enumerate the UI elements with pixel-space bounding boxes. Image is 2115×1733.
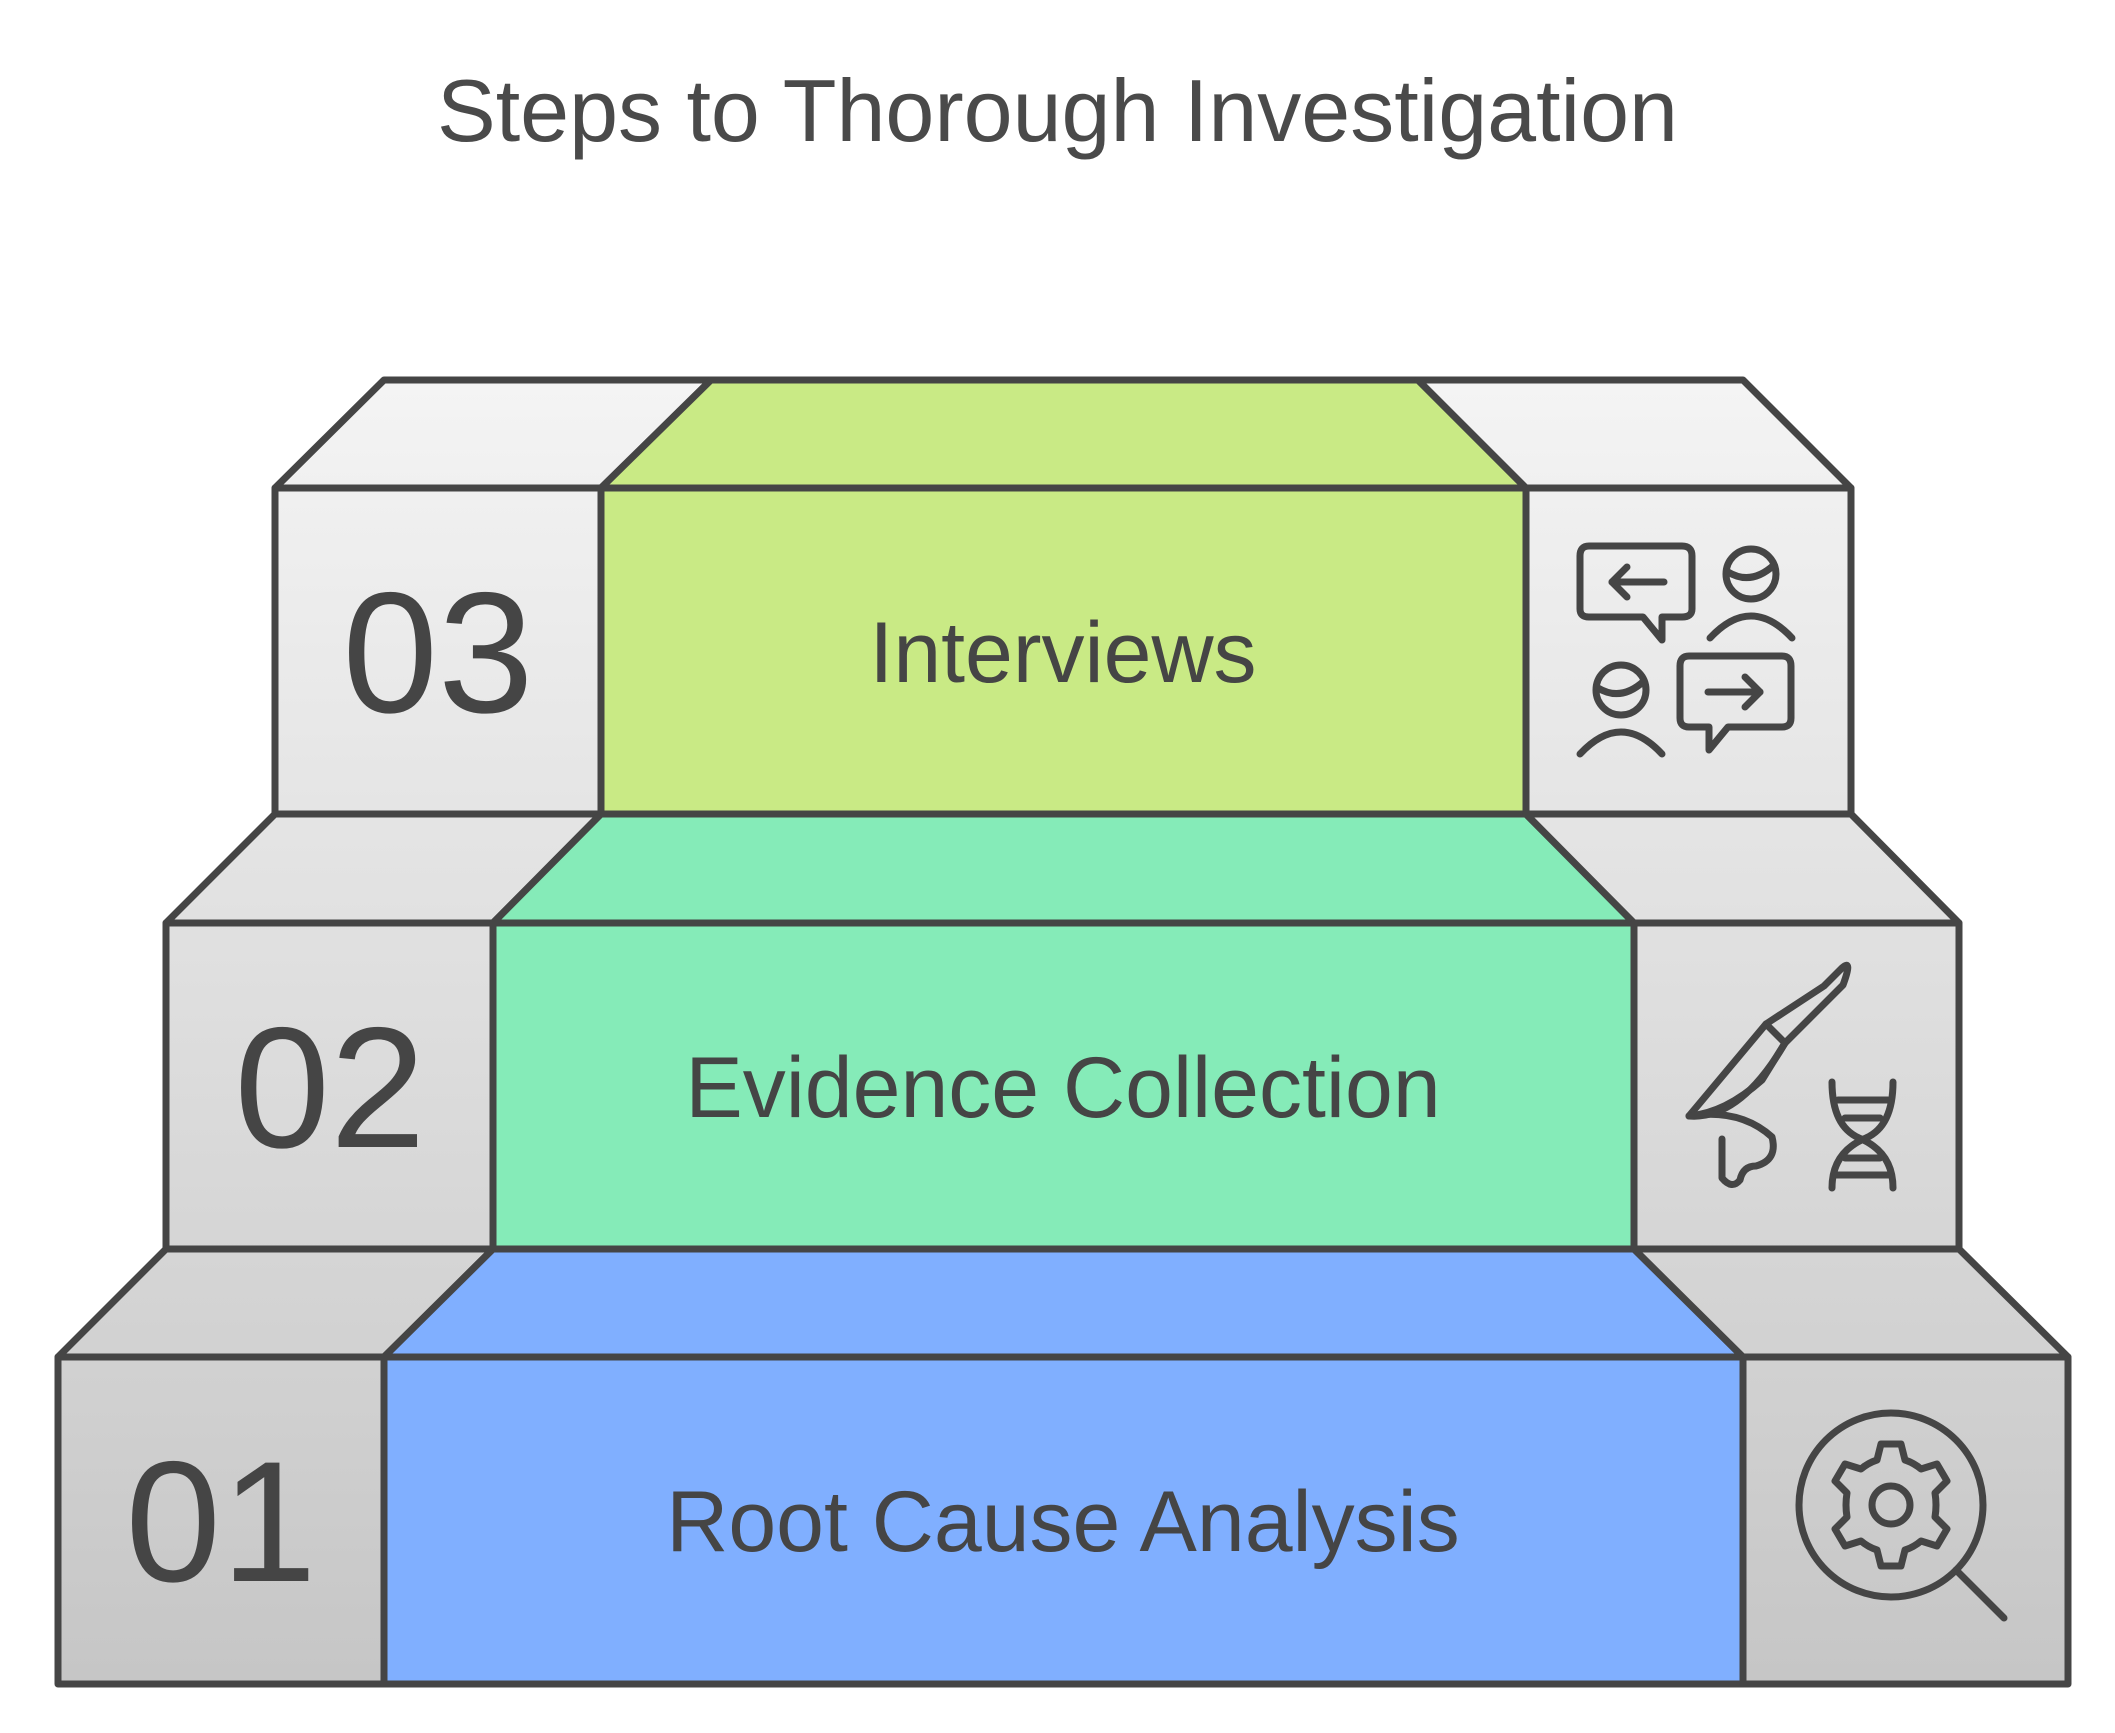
magnifier-gear-icon [1795,1409,2008,1622]
interview-chat-icon [1576,542,1796,758]
step-02-label: Evidence Collection [685,1040,1440,1136]
step-02-icon-box [1630,919,1963,1253]
step-02 [162,810,1963,1253]
step-03-label: Interviews [869,605,1256,701]
step-01 [54,1245,2072,1688]
step-01-label: Root Cause Analysis [666,1474,1460,1570]
step-01-number: 01 [125,1426,316,1618]
step-03-label-box [597,484,1530,818]
step-03-number-box [271,484,605,818]
diagram-title: Steps to Thorough Investigation [437,61,1678,160]
step-03-number: 03 [342,557,533,749]
step-03-icon-box [1522,484,1855,818]
step-01-label-box [380,1353,1747,1688]
scalpel-dna-icon [1685,961,1897,1192]
step-03-top-center [597,376,1530,492]
step-01-top-center [380,1245,1747,1361]
step-03 [271,376,1855,818]
step-02-top-center [489,810,1638,927]
step-02-number: 02 [234,992,425,1184]
